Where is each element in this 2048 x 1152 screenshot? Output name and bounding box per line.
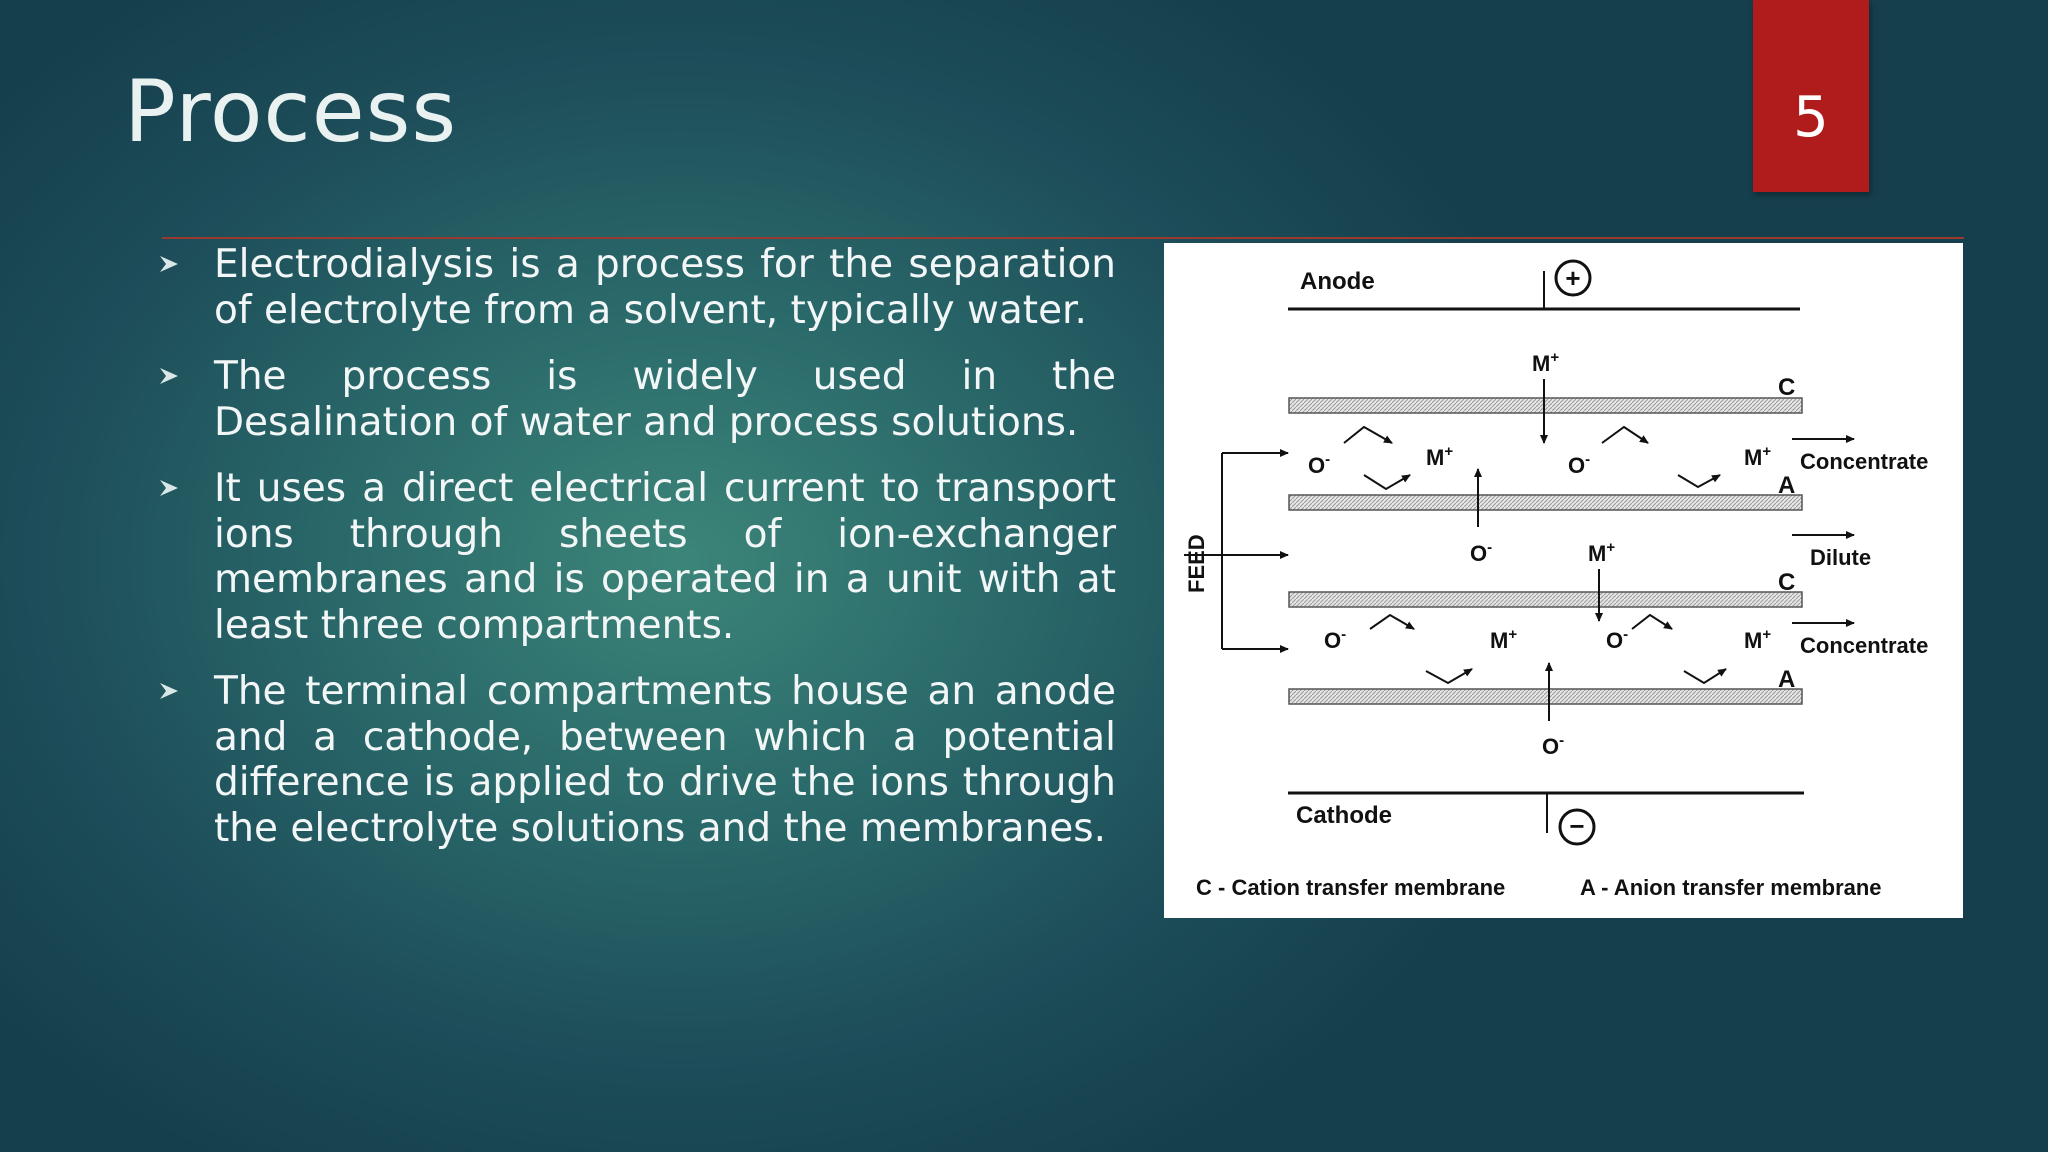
concentrate-label: Concentrate (1800, 633, 1928, 658)
minus-terminal-icon: − (1558, 808, 1596, 846)
anion-label: O- (1308, 451, 1330, 478)
bullet-text: The process is widely used in the Desali… (214, 354, 1116, 445)
arrow-bullet-icon (160, 256, 178, 272)
feed-label: FEED (1184, 534, 1209, 593)
plus-sign: + (1565, 263, 1580, 293)
legend-cation: C - Cation transfer membrane (1196, 875, 1505, 900)
bullet-text: Electrodialysis is a process for the sep… (214, 242, 1116, 333)
legend-anion: A - Anion transfer membrane (1580, 875, 1882, 900)
bullet-list: Electrodialysis is a process for the sep… (158, 242, 1116, 872)
membrane-c-label: C (1778, 374, 1795, 401)
deflection-arrow (1677, 474, 1721, 489)
dilute-label: Dilute (1810, 545, 1871, 570)
minus-sign: − (1569, 811, 1584, 841)
arrow-bullet-icon (160, 480, 178, 496)
concentrate-label: Concentrate (1800, 449, 1928, 474)
bullet-text: It uses a direct electrical current to t… (214, 466, 1116, 648)
diagram-svg: Anode + C A C A M+ O- M+ O- M+ O- M+ (1184, 259, 1928, 900)
slide-number: 5 (1793, 85, 1829, 150)
arrow-bullet-icon (160, 368, 178, 384)
membrane-a-label: A (1778, 666, 1795, 693)
anion-label: O- (1568, 451, 1590, 478)
anion-membrane-2 (1288, 688, 1803, 705)
anode-label: Anode (1300, 268, 1375, 295)
cation-label: M+ (1426, 443, 1453, 470)
electrodialysis-diagram: Anode + C A C A M+ O- M+ O- M+ O- M+ (1164, 243, 1963, 918)
deflection-arrow (1425, 668, 1473, 685)
deflection-arrow (1631, 613, 1673, 630)
deflection-arrow (1683, 668, 1727, 685)
deflection-arrow (1363, 474, 1411, 491)
cathode-label: Cathode (1296, 802, 1392, 829)
cation-membrane-2 (1288, 591, 1803, 608)
cation-label: M+ (1490, 626, 1517, 653)
cation-membrane-1 (1288, 397, 1803, 414)
anion-label: O- (1470, 539, 1492, 566)
slide-number-badge: 5 (1753, 0, 1869, 192)
title-divider (162, 237, 1964, 239)
cation-label: M+ (1588, 539, 1615, 566)
anion-label: O- (1324, 626, 1346, 653)
deflection-arrow (1601, 425, 1649, 444)
bullet-item: It uses a direct electrical current to t… (158, 466, 1116, 648)
bullet-text: The terminal compartments house an anode… (214, 669, 1116, 851)
membrane-c-label: C (1778, 569, 1795, 596)
deflection-arrow (1343, 425, 1393, 444)
arrow-bullet-icon (160, 683, 178, 699)
bullet-item: The process is widely used in the Desali… (158, 354, 1116, 445)
anion-label: O- (1606, 626, 1628, 653)
bullet-item: The terminal compartments house an anode… (158, 669, 1116, 851)
cation-label: M+ (1532, 349, 1559, 376)
cation-label: M+ (1744, 626, 1771, 653)
membrane-a-label: A (1778, 472, 1795, 499)
anion-label: O- (1542, 732, 1564, 759)
cation-label: M+ (1744, 443, 1771, 470)
plus-terminal-icon: + (1554, 259, 1592, 297)
bullet-item: Electrodialysis is a process for the sep… (158, 242, 1116, 333)
anion-membrane-1 (1288, 494, 1803, 511)
slide-title: Process (124, 62, 458, 162)
deflection-arrow (1369, 613, 1415, 630)
